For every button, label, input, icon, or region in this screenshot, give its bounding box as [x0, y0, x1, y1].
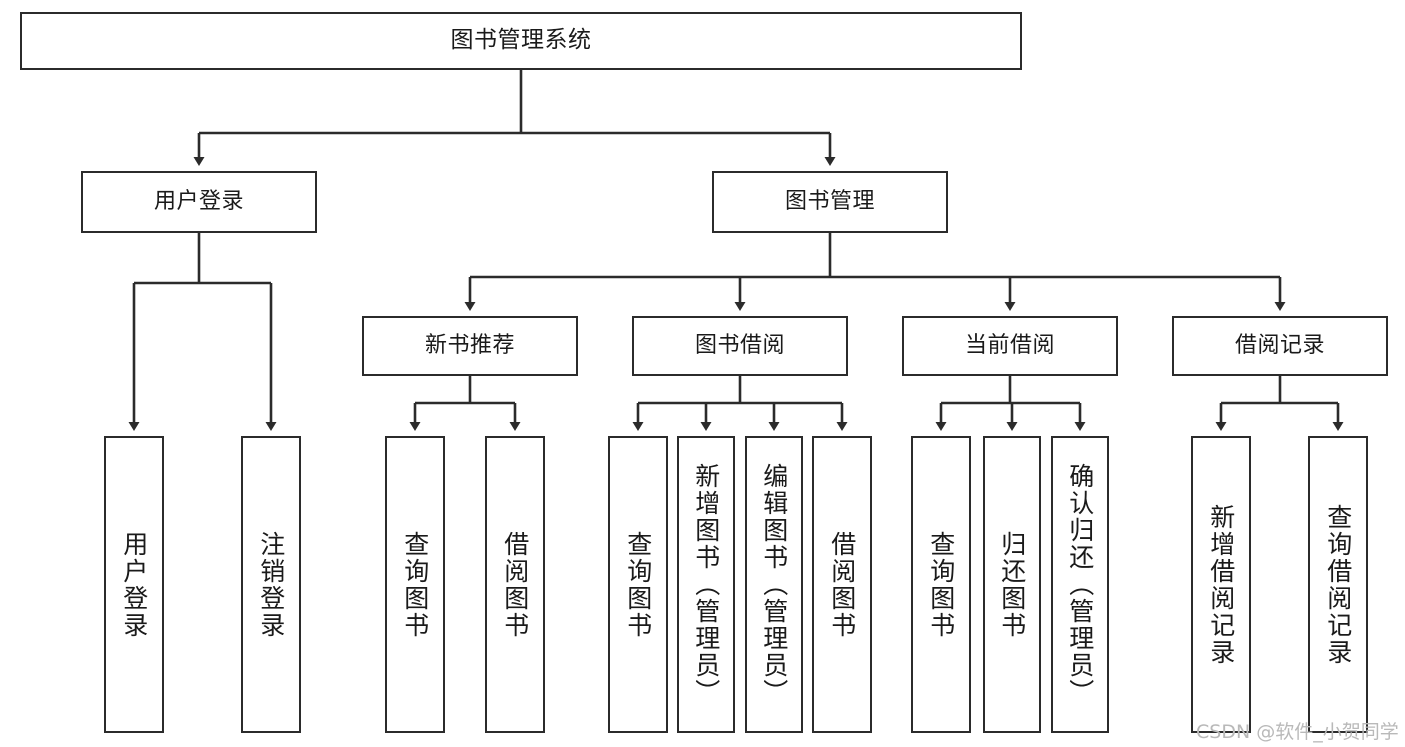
node-leaf-add-book[interactable]: 新增图书（管理员） [677, 436, 735, 733]
node-user-login[interactable]: 用户登录 [81, 171, 317, 233]
node-leaf-add-record[interactable]: 新增借阅记录 [1191, 436, 1251, 733]
node-book-borrow[interactable]: 图书借阅 [632, 316, 848, 376]
node-new-book-rec[interactable]: 新书推荐 [362, 316, 578, 376]
node-leaf-query-book-3-label: 查询图书 [926, 530, 956, 639]
node-borrow-record-label: 借阅记录 [1234, 332, 1325, 358]
node-book-borrow-label: 图书借阅 [694, 332, 785, 358]
node-leaf-borrow-book-1-label: 借阅图书 [500, 530, 530, 639]
node-leaf-confirm-return-label: 确认归还（管理员） [1065, 463, 1095, 706]
node-new-book-rec-label: 新书推荐 [424, 332, 515, 358]
node-leaf-query-book-1[interactable]: 查询图书 [385, 436, 445, 733]
node-book-manage[interactable]: 图书管理 [712, 171, 948, 233]
node-leaf-query-book-2-label: 查询图书 [623, 530, 653, 639]
node-root[interactable]: 图书管理系统 [20, 12, 1022, 70]
node-leaf-query-book-1-label: 查询图书 [400, 530, 430, 639]
node-leaf-edit-book-label: 编辑图书（管理员） [759, 463, 789, 706]
node-leaf-query-book-3[interactable]: 查询图书 [911, 436, 971, 733]
node-leaf-logout-label: 注销登录 [256, 530, 286, 639]
node-leaf-borrow-book-1[interactable]: 借阅图书 [485, 436, 545, 733]
node-leaf-logout[interactable]: 注销登录 [241, 436, 301, 733]
node-current-borrow-label: 当前借阅 [964, 332, 1055, 358]
node-book-manage-label: 图书管理 [784, 188, 875, 214]
node-root-label: 图书管理系统 [450, 27, 592, 54]
node-leaf-add-record-label: 新增借阅记录 [1206, 503, 1236, 666]
watermark-text: CSDN @软件_小贺同学 [1196, 721, 1399, 743]
node-current-borrow[interactable]: 当前借阅 [902, 316, 1118, 376]
node-leaf-return-book[interactable]: 归还图书 [983, 436, 1041, 733]
node-leaf-edit-book[interactable]: 编辑图书（管理员） [745, 436, 803, 733]
node-borrow-record[interactable]: 借阅记录 [1172, 316, 1388, 376]
node-leaf-user-login[interactable]: 用户登录 [104, 436, 164, 733]
node-leaf-query-book-2[interactable]: 查询图书 [608, 436, 668, 733]
node-leaf-add-book-label: 新增图书（管理员） [691, 463, 721, 706]
node-leaf-borrow-book-2[interactable]: 借阅图书 [812, 436, 872, 733]
node-leaf-query-record[interactable]: 查询借阅记录 [1308, 436, 1368, 733]
node-leaf-return-book-label: 归还图书 [997, 530, 1027, 639]
node-leaf-confirm-return[interactable]: 确认归还（管理员） [1051, 436, 1109, 733]
node-user-login-label: 用户登录 [153, 188, 244, 214]
node-leaf-query-record-label: 查询借阅记录 [1323, 503, 1353, 666]
node-leaf-user-login-label: 用户登录 [119, 530, 149, 639]
node-leaf-borrow-book-2-label: 借阅图书 [827, 530, 857, 639]
